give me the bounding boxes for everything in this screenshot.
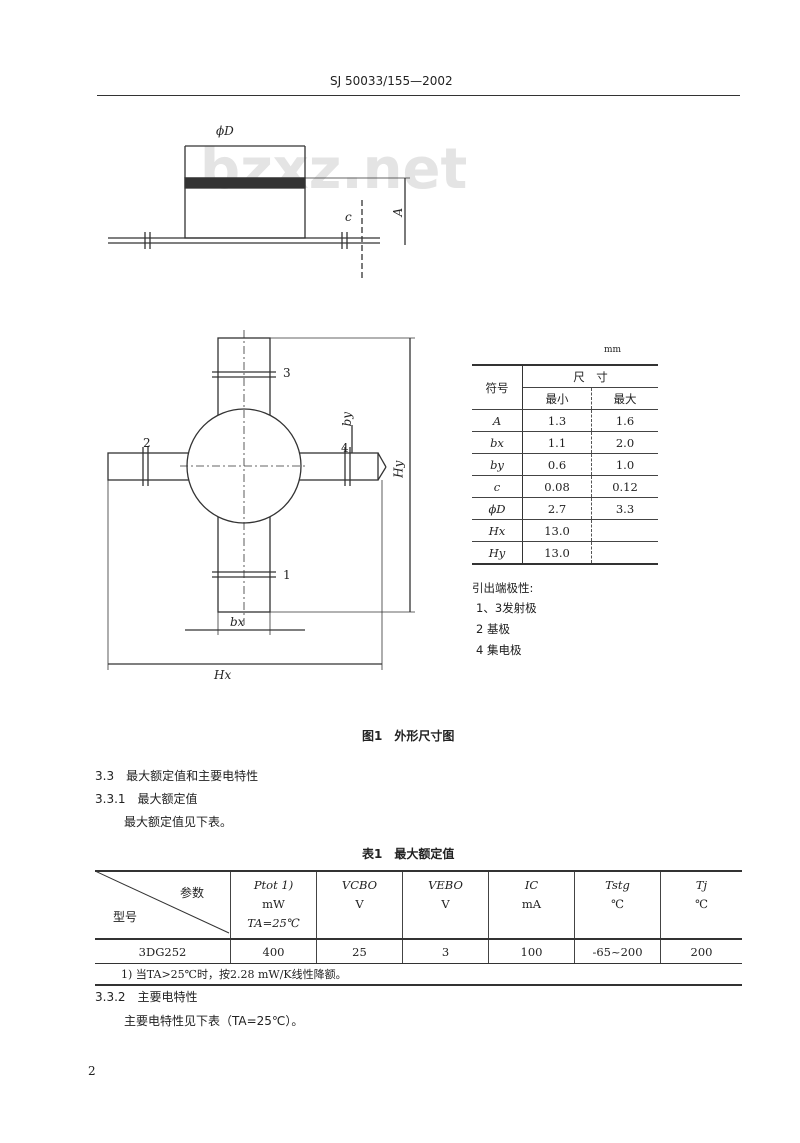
header-rule (97, 95, 740, 96)
dim-min: 1.3 (522, 409, 592, 432)
pin-3-label: 3 (283, 366, 291, 380)
dim-max: 1.6 (591, 409, 658, 432)
pin-1-label: 1 (283, 568, 291, 582)
pin-note: 1、3发射极 (476, 601, 537, 615)
col-symbol: Tj (695, 878, 708, 892)
dim-max: 2.0 (591, 431, 658, 454)
figure-caption: 图1 外形尺寸图 (362, 729, 455, 743)
col-unit: V (355, 897, 364, 911)
model-cell: 3DG252 (95, 939, 231, 964)
header-min: 最小 (522, 387, 592, 410)
label-A: A (391, 207, 406, 217)
col-symbol: Tstg (605, 878, 630, 892)
col-symbol: IC (524, 878, 539, 892)
section-3-3-1-heading: 3.3.1 最大额定值 (95, 792, 198, 806)
pin-2-label: 2 (143, 436, 151, 450)
value-cell: 3 (402, 939, 489, 964)
col-unit: mA (521, 897, 542, 911)
value-cell: -65~200 (574, 939, 661, 964)
dim-min: 13.0 (522, 541, 592, 565)
value-cell: 400 (230, 939, 317, 964)
label-Hx: Hx (214, 668, 232, 682)
dim-symbol: Hy (472, 541, 523, 565)
dim-symbol: ϕD (472, 497, 523, 520)
page-number: 2 (88, 1064, 96, 1078)
table1-footnote: 1) 当TA>25℃时，按2.28 mW/K线性降额。 (95, 963, 742, 986)
col-unit: V (441, 897, 450, 911)
dim-max: 1.0 (591, 453, 658, 476)
dim-max: 3.3 (591, 497, 658, 520)
dim-symbol: A (472, 409, 523, 432)
dim-min: 2.7 (522, 497, 592, 520)
section-3-3-heading: 3.3 最大额定值和主要电特性 (95, 769, 259, 783)
pin-note: 2 基极 (476, 622, 510, 636)
col-symbol: VEBO (428, 878, 463, 892)
col-condition: TA=25℃ (247, 916, 300, 930)
header-max: 最大 (591, 387, 658, 410)
outline-drawing (107, 145, 415, 670)
dim-symbol: c (472, 475, 523, 498)
max-ratings-table: 参数 型号 Ptot 1) mW TA=25℃ VCBO V VEBO V IC mA T… (95, 870, 742, 986)
label-c: c (345, 210, 352, 224)
col-symbol: VCBO (341, 878, 378, 892)
value-cell: 25 (316, 939, 403, 964)
paragraph: 主要电特性见下表（TA=25℃）。 (124, 1014, 304, 1028)
value-cell: 100 (488, 939, 575, 964)
col-symbol: Ptot 1) (253, 878, 294, 892)
dim-max (591, 541, 658, 565)
dim-min: 0.6 (522, 453, 592, 476)
pin-notes-title: 引出端极性: (472, 581, 534, 595)
dim-max: 0.12 (591, 475, 658, 498)
dim-min: 13.0 (522, 519, 592, 542)
dim-unit: mm (604, 345, 622, 355)
col-unit: mW (262, 897, 285, 911)
corner-param: 参数 (180, 886, 205, 900)
label-Hy: Hy (391, 460, 406, 478)
dim-symbol: bx (472, 431, 523, 454)
paragraph: 最大额定值见下表。 (124, 815, 233, 829)
corner-header: 参数 型号 (95, 870, 231, 940)
value-cell: 200 (660, 939, 742, 964)
dim-min: 1.1 (522, 431, 592, 454)
label-bx: bx (230, 615, 245, 629)
corner-model: 型号 (113, 910, 138, 924)
header-size: 尺 寸 (522, 364, 658, 388)
section-3-3-2-heading: 3.3.2 主要电特性 (95, 990, 198, 1004)
dim-max (591, 519, 658, 542)
table1-title: 表1 最大额定值 (362, 847, 455, 861)
dim-symbol: Hx (472, 519, 523, 542)
label-phiD: ϕD (216, 124, 234, 138)
header-symbol: 符号 (472, 364, 523, 410)
label-by: by (340, 411, 355, 427)
pin-4-label: 4 (341, 441, 349, 455)
col-unit: ℃ (611, 897, 624, 911)
dim-symbol: by (472, 453, 523, 476)
col-unit: ℃ (695, 897, 708, 911)
header-doc-id: SJ 50033/155—2002 (330, 74, 453, 88)
dim-min: 0.08 (522, 475, 592, 498)
pin-note: 4 集电极 (476, 643, 522, 657)
